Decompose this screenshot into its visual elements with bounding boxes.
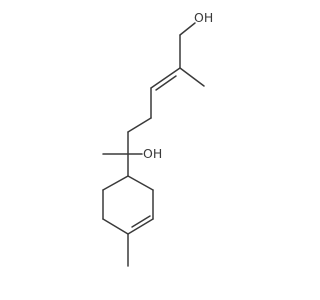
bond-c2-methyl — [179, 67, 205, 87]
ring-bond-4-double — [131, 215, 151, 228]
molecule-structure: OH OH — [102, 10, 213, 267]
ring-bond-1 — [102, 175, 129, 191]
bond-c4-c5 — [127, 117, 152, 133]
atom-label-hydroxyl-top: OH — [194, 10, 213, 25]
ring-bond-3 — [102, 218, 129, 235]
bond-c2-c3 — [150, 67, 181, 89]
bond-c2-c3-double — [155, 75, 177, 91]
ring-bond-6 — [127, 175, 154, 191]
ring-bond-4 — [127, 218, 154, 235]
atom-label-hydroxyl-middle: OH — [143, 146, 162, 161]
bond-c1-o1 — [179, 22, 196, 36]
